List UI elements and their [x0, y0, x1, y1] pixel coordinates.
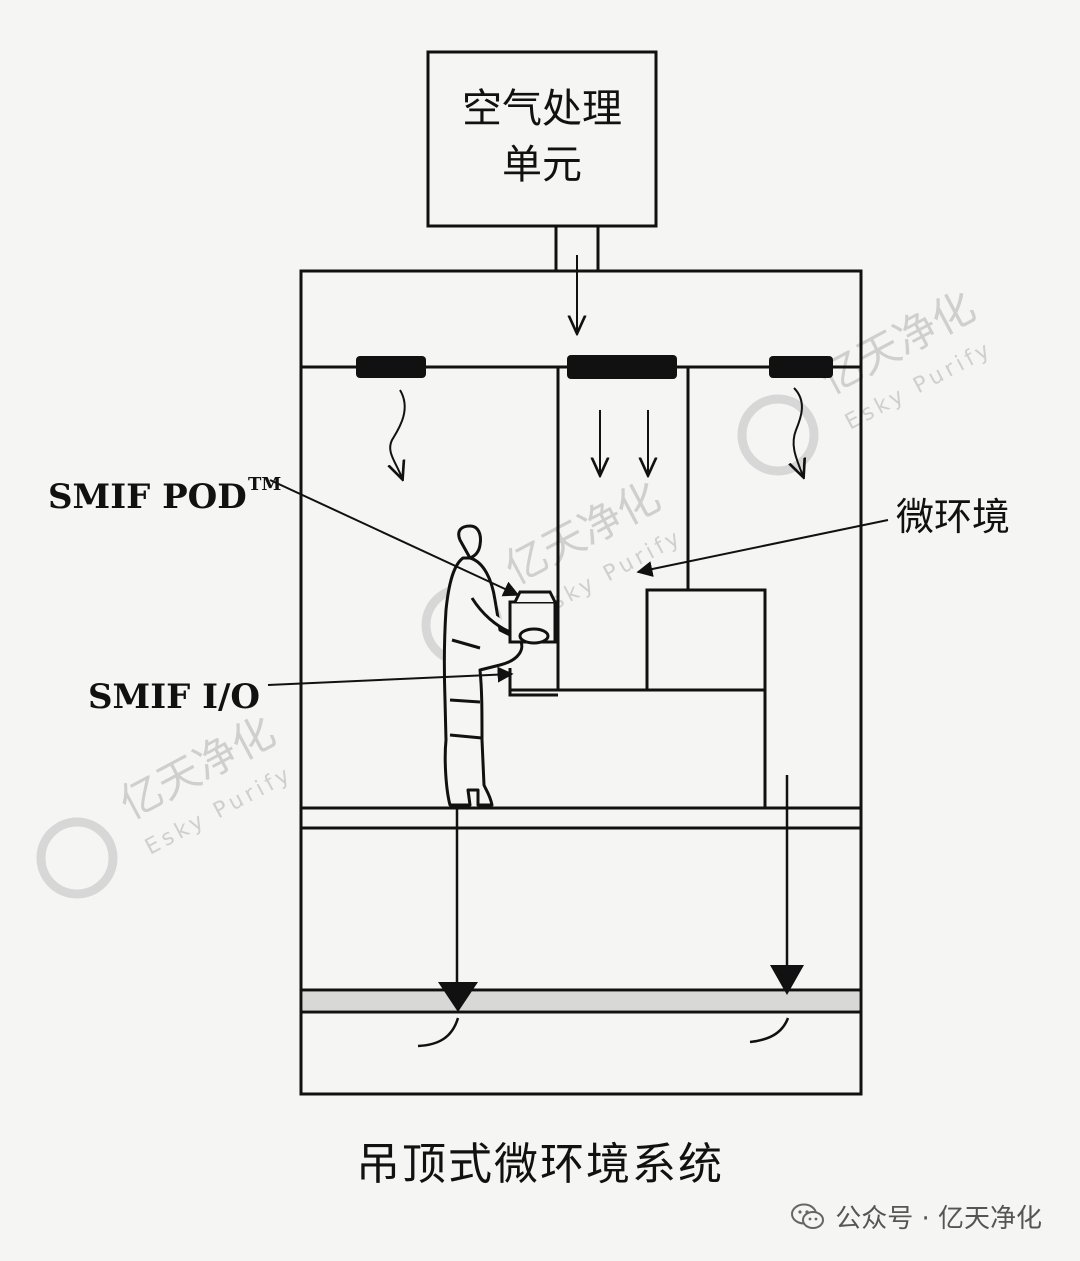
air-handler-label-line2: 单元: [502, 142, 582, 188]
footer-attribution: 公众号 · 亿天净化: [791, 1198, 1042, 1235]
footer-text: 公众号 · 亿天净化: [835, 1204, 1042, 1234]
air-handler-box: [426, 50, 658, 228]
filter-right: [769, 356, 833, 378]
smif-pod-label: SMIF POD: [48, 477, 247, 517]
ceiling-filters: [356, 355, 833, 379]
return-air-left-arrowhead: [438, 982, 478, 1012]
return-air-right-curl: [749, 1017, 790, 1044]
watermark-logo: [36, 394, 819, 899]
tool-base: [510, 688, 767, 808]
smif-pod-tm-label: TM: [248, 474, 281, 495]
airflow-arrow-right: [794, 387, 803, 476]
smif-pod: [508, 590, 557, 645]
leader-smif-io: [267, 666, 514, 686]
return-air-left-curl: [417, 1017, 460, 1048]
subfloor-grating: [303, 992, 859, 1010]
return-air-right-arrowhead: [770, 965, 804, 995]
diagram-caption: 吊顶式微环境系统: [356, 1139, 724, 1190]
airflow-arrow-left: [390, 389, 406, 478]
filter-center: [567, 355, 677, 379]
wechat-icon: [791, 1203, 825, 1229]
process-tool: [645, 588, 767, 692]
cleanroom-outline: [299, 269, 863, 1096]
leader-minienvironment: [636, 519, 889, 577]
minienvironment-label: 微环境: [896, 495, 1010, 539]
air-handler-label: 空气处理: [462, 86, 622, 132]
minienvironment-diagram: 亿天净化 Esky Purify 亿天净化 Esky Purify 亿天净化 E…: [36, 50, 1010, 1096]
leader-smif-pod: [269, 479, 520, 597]
filter-left: [356, 356, 426, 378]
smif-io-label: SMIF I/O: [88, 677, 260, 717]
